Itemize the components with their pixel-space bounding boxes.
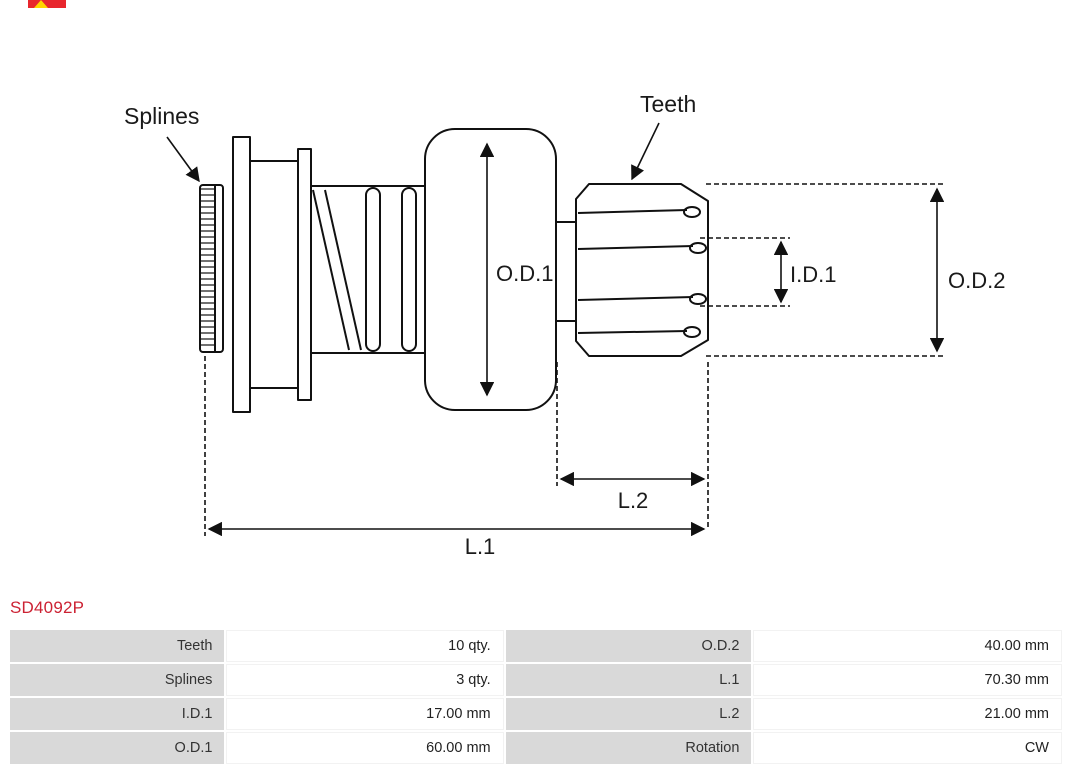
pinion-gear <box>575 183 709 357</box>
spec-label-l2: L.2 <box>505 698 752 730</box>
spec-label-teeth: Teeth <box>10 630 225 662</box>
label-od2: O.D.2 <box>948 268 1005 293</box>
spec-value-od1: 60.00 mm <box>226 732 504 764</box>
table-row: Teeth 10 qty. O.D.2 40.00 mm <box>10 630 1062 662</box>
dimension-l2 <box>556 362 709 530</box>
spec-value-id1: 17.00 mm <box>226 698 504 730</box>
spec-label-od2: O.D.2 <box>505 630 752 662</box>
spec-value-l1: 70.30 mm <box>753 664 1062 696</box>
label-id1: I.D.1 <box>790 262 836 287</box>
spec-value-l2: 21.00 mm <box>753 698 1062 730</box>
dimension-od2 <box>706 183 945 357</box>
part-number: SD4092P <box>10 598 85 617</box>
spring-shaft <box>311 185 425 354</box>
label-od1: O.D.1 <box>496 261 553 286</box>
spec-value-teeth: 10 qty. <box>226 630 504 662</box>
teeth-callout-arrow <box>631 122 660 181</box>
hub-cylinder <box>249 160 299 389</box>
spec-value-splines: 3 qty. <box>226 664 504 696</box>
splines-callout-arrow <box>166 136 200 183</box>
dimension-l1 <box>204 356 706 537</box>
label-l2: L.2 <box>618 488 649 513</box>
spec-label-splines: Splines <box>10 664 225 696</box>
spec-value-rotation: CW <box>753 732 1062 764</box>
flange-disc-1 <box>232 136 251 413</box>
brand-logo-fragment <box>28 0 66 8</box>
brand-logo-accent <box>34 0 48 8</box>
spec-label-l1: L.1 <box>505 664 752 696</box>
label-l1: L.1 <box>465 534 496 559</box>
spline-shaft <box>199 184 224 353</box>
flange-disc-2 <box>297 148 312 401</box>
table-row: Splines 3 qty. L.1 70.30 mm <box>10 664 1062 696</box>
dimension-id1 <box>700 237 790 307</box>
spring <box>312 187 417 352</box>
starter-drive-technical-drawing: Splines Teeth O.D.1 I.D.1 O.D.2 L.2 L.1 <box>124 91 1005 559</box>
spec-label-od1: O.D.1 <box>10 732 225 764</box>
spec-label-rotation: Rotation <box>505 732 752 764</box>
technical-drawing-area: Splines Teeth O.D.1 I.D.1 O.D.2 L.2 L.1 <box>124 91 1005 559</box>
spec-table: Teeth 10 qty. O.D.2 40.00 mm Splines 3 q… <box>8 628 1064 766</box>
spec-label-id1: I.D.1 <box>10 698 225 730</box>
table-row: I.D.1 17.00 mm L.2 21.00 mm <box>10 698 1062 730</box>
pinion-neck <box>556 221 578 322</box>
label-teeth: Teeth <box>640 91 696 117</box>
label-splines: Splines <box>124 103 199 129</box>
table-row: O.D.1 60.00 mm Rotation CW <box>10 732 1062 764</box>
spec-value-od2: 40.00 mm <box>753 630 1062 662</box>
